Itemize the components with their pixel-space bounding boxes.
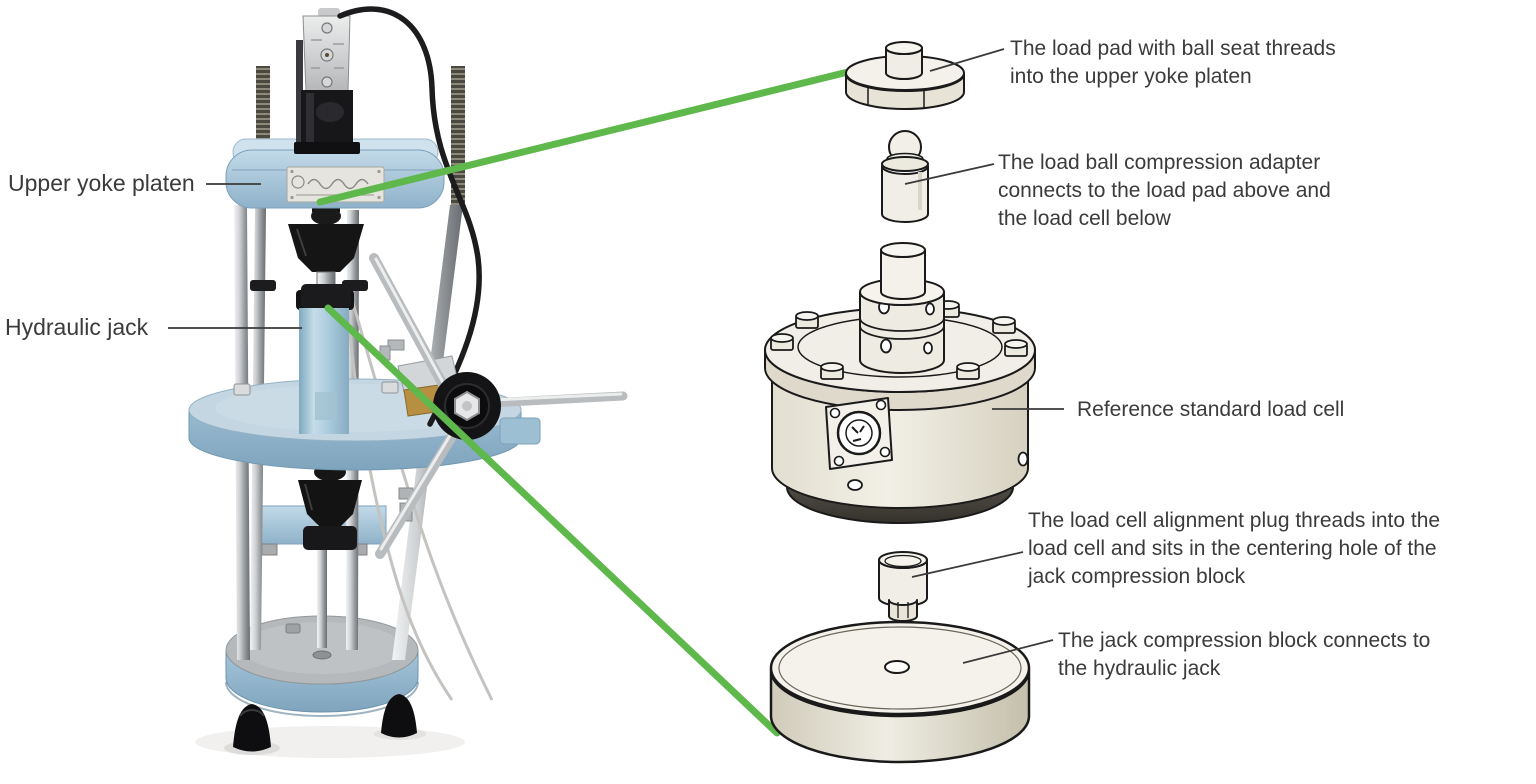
power-cable — [337, 6, 482, 427]
hand-pump — [369, 253, 628, 559]
leader-load-pad — [929, 48, 1005, 72]
leader-compression-block — [962, 639, 1054, 664]
hydraulic-jack-cylinder — [296, 290, 354, 434]
base-center-hole — [312, 650, 332, 660]
foot-highlight — [239, 709, 265, 717]
leader-compression-adapter — [904, 163, 995, 185]
compression-adapter-drawing — [881, 130, 929, 223]
callout-line-load-pad — [316, 67, 856, 206]
machine-foot-right — [381, 694, 417, 738]
label-compression-block: The jack compression block connects to t… — [1058, 629, 1431, 680]
load-cell-drawing — [764, 242, 1036, 524]
leader-alignment-plug — [911, 551, 1024, 578]
instrument-indicator — [294, 8, 360, 154]
label-load-pad: The load pad with ball seat threads into… — [1010, 37, 1336, 88]
callout-line-compression-block — [324, 304, 781, 737]
label-upper-yoke-platen: Upper yoke platen — [8, 170, 195, 196]
platen-bolt — [381, 381, 399, 394]
platen-bolt — [233, 383, 251, 396]
label-hydraulic-jack: Hydraulic jack — [5, 314, 149, 340]
label-load-cell: Reference standard load cell — [1077, 398, 1345, 421]
equipment-cables — [346, 299, 494, 701]
base-bolt — [285, 623, 301, 634]
pump-bracket — [499, 417, 541, 445]
rod-clamp — [250, 280, 276, 291]
compression-block-drawing — [769, 620, 1031, 764]
label-alignment-plug: The load cell alignment plug threads int… — [1028, 509, 1441, 588]
label-compression-adapter: The load ball compression adapter connec… — [998, 151, 1331, 230]
alignment-plug-drawing — [878, 551, 928, 622]
load-pad-drawing — [845, 41, 965, 110]
block-center-hole — [884, 660, 910, 674]
load-cell-connector — [825, 397, 893, 470]
machine-foot-left — [233, 704, 271, 752]
threaded-rod-right — [451, 66, 465, 208]
pump-handle — [369, 253, 628, 559]
jack-support-rod — [317, 466, 327, 648]
